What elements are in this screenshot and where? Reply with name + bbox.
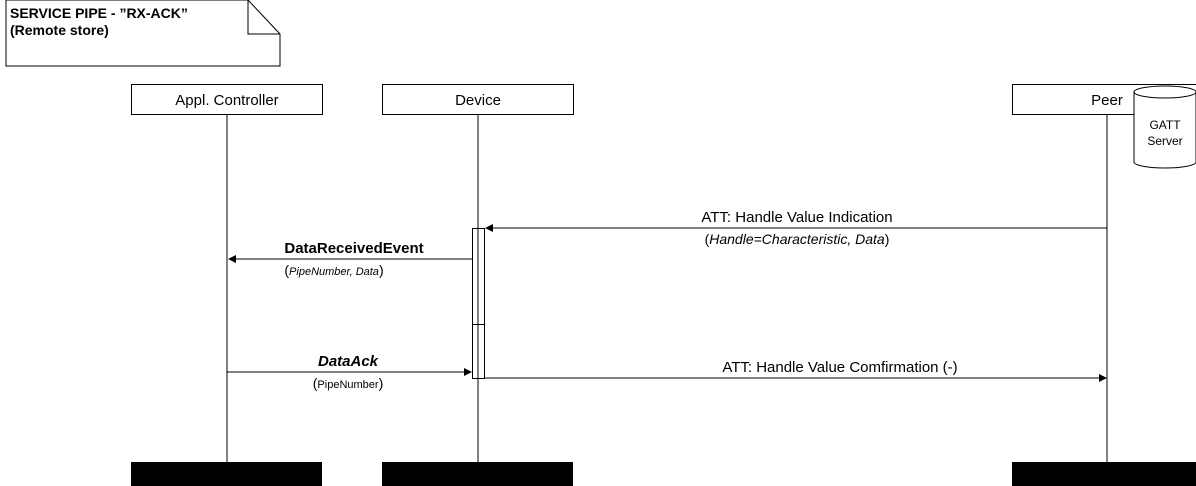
message-data-ack: DataAck (PipeNumber) bbox=[227, 353, 472, 391]
actor-device-label: Device bbox=[455, 92, 501, 109]
database-icon: GATT Server bbox=[1133, 85, 1196, 169]
note-title: SERVICE PIPE - ”RX-ACK” bbox=[10, 5, 188, 21]
message-confirmation: ATT: Handle Value Comfirmation (-) bbox=[485, 359, 1107, 382]
message-data-ack-label: DataAck bbox=[318, 353, 379, 370]
message-data-received-params: (PipeNumber, Data) bbox=[284, 262, 383, 278]
actor-device: Device bbox=[382, 84, 574, 115]
message-data-ack-params: (PipeNumber) bbox=[313, 375, 383, 391]
actor-peer-label: Peer bbox=[1091, 92, 1123, 109]
note-subtitle: (Remote store) bbox=[10, 22, 109, 38]
message-data-received-label: DataReceivedEvent bbox=[284, 240, 423, 257]
database-label-line2: Server bbox=[1147, 134, 1182, 148]
message-indication: ATT: Handle Value Indication (Handle=Cha… bbox=[485, 209, 1107, 247]
database-label-line1: GATT bbox=[1149, 118, 1181, 132]
actor-peer: Peer bbox=[1012, 84, 1196, 115]
message-indication-params: (Handle=Characteristic, Data) bbox=[705, 231, 890, 247]
actor-device-footer bbox=[382, 462, 573, 486]
diagram-note: SERVICE PIPE - ”RX-ACK” (Remote store) bbox=[5, 0, 281, 67]
actor-controller-label: Appl. Controller bbox=[175, 92, 278, 109]
device-activation-bar bbox=[472, 228, 485, 379]
actor-peer-footer bbox=[1012, 462, 1196, 486]
actor-controller: Appl. Controller bbox=[131, 84, 323, 115]
message-confirmation-label: ATT: Handle Value Comfirmation (-) bbox=[722, 359, 957, 376]
message-indication-label: ATT: Handle Value Indication bbox=[701, 209, 892, 226]
actor-controller-footer bbox=[131, 462, 322, 486]
message-data-received: DataReceivedEvent (PipeNumber, Data) bbox=[228, 240, 472, 278]
